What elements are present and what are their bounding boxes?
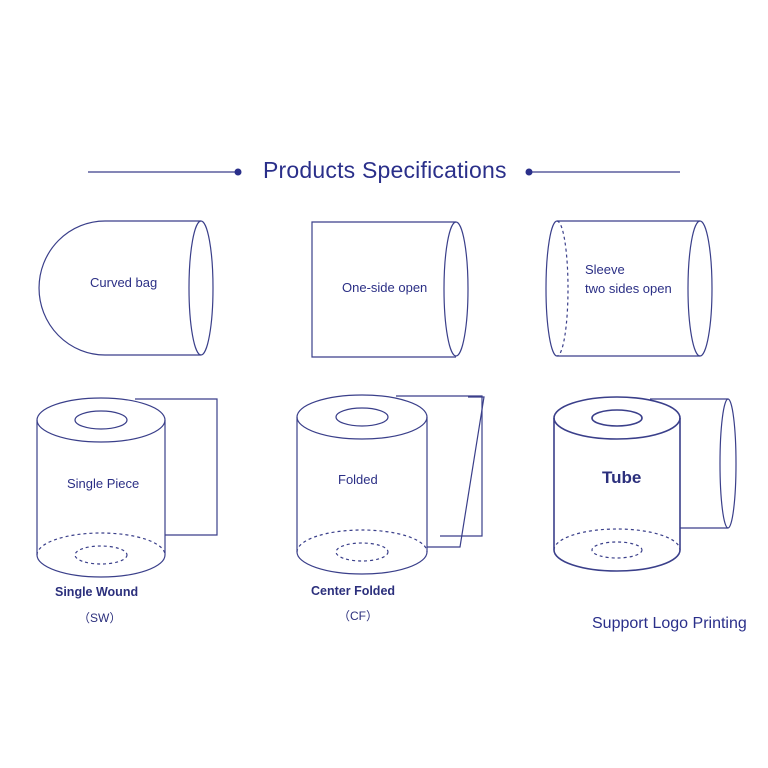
- center-folded-caption: Center Folded: [311, 584, 396, 598]
- one-side-open-label: One-side open: [342, 280, 428, 295]
- cf-roll-bottom-back: [296, 529, 428, 553]
- tube-label: Tube: [602, 468, 642, 487]
- sw-roll-top: [36, 397, 166, 443]
- single-wound-figure: [36, 397, 218, 578]
- sw-sheet: [135, 398, 218, 536]
- tube-roll-top: [553, 396, 681, 440]
- center-folded-abbrev: （CF）: [338, 609, 378, 623]
- sw-roll-bottom-front: [36, 554, 166, 578]
- one-side-open-figure: [311, 221, 469, 358]
- title-right-dot: [525, 168, 533, 176]
- one-side-open-outline: [311, 221, 456, 358]
- tube-roll-bottom-back: [553, 528, 681, 551]
- cf-sheet-back: [396, 395, 483, 537]
- sleeve-left-front-arc: [545, 220, 558, 357]
- sw-roll-core-top: [74, 410, 128, 430]
- cf-sheet-front: [427, 396, 485, 548]
- sw-roll-core-bottom: [74, 545, 128, 565]
- sleeve-figure: [545, 220, 713, 357]
- tube-roll-core-top: [591, 409, 643, 427]
- title-left-dot: [234, 168, 242, 176]
- single-wound-abbrev: （SW）: [78, 611, 122, 625]
- cf-roll-bottom-front: [296, 551, 428, 575]
- title-decoration: [88, 168, 680, 176]
- folded-label: Folded: [338, 472, 378, 487]
- curved-bag-outline: [38, 220, 201, 356]
- tube-sheet-opening: [719, 398, 737, 529]
- sleeve-left-back-arc: [556, 220, 569, 357]
- sleeve-label-line2: two sides open: [585, 281, 672, 296]
- one-side-open-opening: [443, 221, 469, 357]
- sw-roll-bottom-back: [36, 532, 166, 556]
- page-title: Products Specifications: [263, 157, 507, 183]
- cf-roll-core-top: [335, 407, 389, 427]
- curved-bag-opening: [188, 220, 214, 356]
- curved-bag-label: Curved bag: [90, 275, 158, 290]
- sleeve-label-line1: Sleeve: [585, 262, 625, 277]
- tube-roll-bottom-front: [553, 549, 681, 572]
- single-piece-label: Single Piece: [67, 476, 140, 491]
- sleeve-right-opening: [687, 220, 713, 357]
- tube-figure: [553, 396, 737, 572]
- logo-printing-note: Support Logo Printing: [592, 615, 747, 632]
- tube-roll-core-bottom: [591, 541, 643, 559]
- single-wound-caption: Single Wound: [55, 585, 139, 599]
- center-folded-figure: [296, 394, 485, 575]
- cf-roll-top: [296, 394, 428, 440]
- curved-bag-figure: [38, 220, 214, 356]
- cf-roll-core-bottom: [335, 542, 389, 562]
